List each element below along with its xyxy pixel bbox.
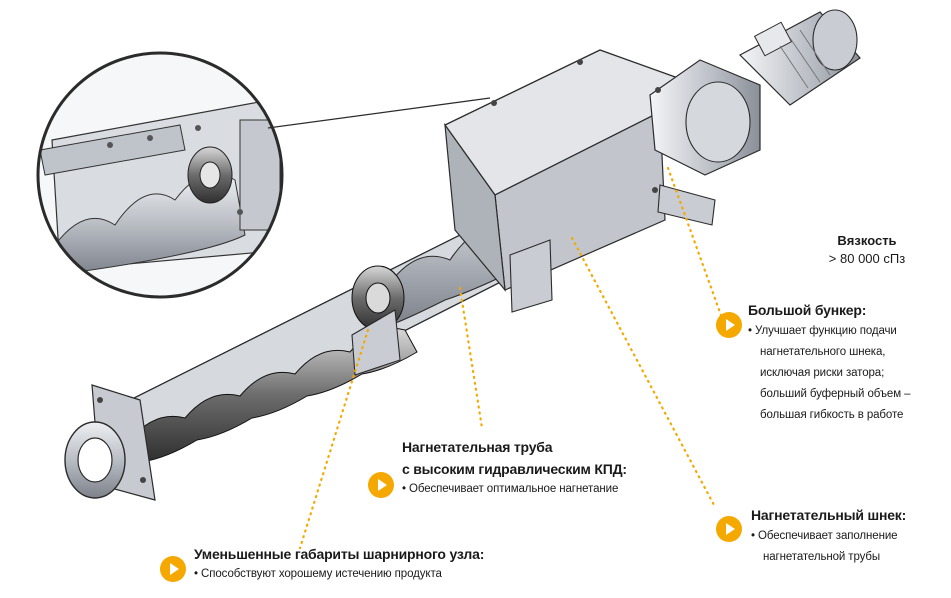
leader-lines (298, 166, 724, 550)
callout-hopper-title: Большой бункер: (748, 302, 867, 318)
bullet-text: нагнетательной трубы (763, 551, 881, 563)
bullet-text: нагнетательного шнека, (760, 346, 886, 358)
callout-screw: Нагнетательный шнек: • Обеспечивает запо… (751, 506, 946, 568)
callout-hopper: Большой бункер: • Улучшает функцию подач… (748, 301, 946, 426)
bullet-text: Обеспечивает оптимальное нагнетание (409, 483, 619, 495)
viscosity-label: Вязкость (837, 233, 897, 248)
bullet-text: Способствуют хорошему истечению продукта (201, 568, 442, 580)
bullet-text: больший буферный объем – (760, 388, 911, 400)
viscosity-value: > 80 000 сПз (828, 251, 906, 266)
callout-screw-title: Нагнетательный шнек: (751, 507, 907, 523)
callout-tube: Нагнетательная труба с высоким гидравлич… (402, 438, 672, 500)
callout-joint: Уменьшенные габариты шарнирного узла: • … (194, 545, 534, 585)
bullet-text: исключая риски затора; (760, 367, 885, 379)
callout-tube-title-1: Нагнетательная труба (402, 439, 553, 455)
play-icon (716, 516, 742, 542)
play-icon (716, 312, 742, 338)
callout-tube-title-2: с высоким гидравлическим КПД: (402, 461, 627, 477)
pump-body (64, 9, 861, 501)
callout-hopper-bullets: • Улучшает функцию подачи нагнетательног… (748, 325, 911, 421)
magnifier-inset (36, 51, 491, 299)
viscosity-block: Вязкость > 80 000 сПз (812, 232, 922, 268)
bullet-text: большая гибкость в работе (760, 409, 904, 421)
play-icon (160, 556, 186, 582)
bullet-text: Улучшает функцию подачи (755, 325, 897, 337)
bullet-text: Обеспечивает заполнение (758, 530, 898, 542)
callout-joint-title: Уменьшенные габариты шарнирного узла: (194, 546, 485, 562)
play-icon (368, 472, 394, 498)
